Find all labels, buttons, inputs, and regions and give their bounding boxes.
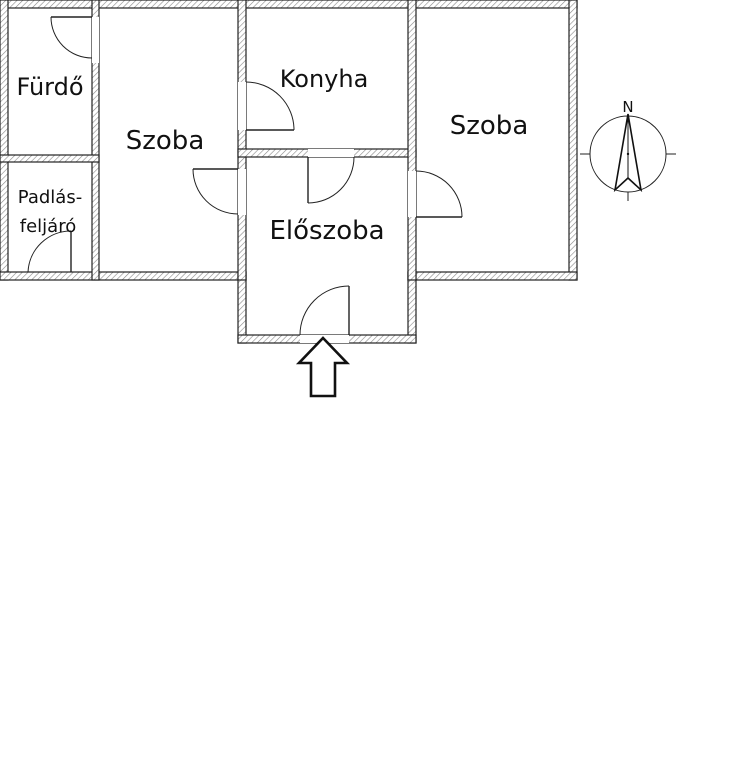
wall-partition-bath	[0, 154, 100, 163]
door-swings	[27, 16, 463, 336]
door-arc	[307, 156, 355, 204]
room-label-szoba-right: Szoba	[450, 111, 529, 141]
compass-north-label: N	[622, 98, 633, 116]
wall-partition-2	[237, 0, 247, 281]
room-label-padlas-line2: feljáró	[20, 216, 76, 237]
door-arc	[27, 230, 72, 273]
wall-right	[568, 0, 578, 281]
room-label-szoba-left: Szoba	[126, 126, 205, 156]
room-label-konyha: Konyha	[280, 65, 369, 93]
room-label-padlas-line1: Padlás-	[18, 187, 82, 208]
wall-partition-1	[91, 0, 100, 281]
wall-partition-3	[407, 0, 417, 281]
compass-icon: N	[580, 98, 676, 201]
door-arc	[245, 81, 295, 131]
door-arc	[192, 168, 239, 215]
walls	[0, 0, 578, 344]
room-label-furdo: Fürdő	[16, 73, 83, 101]
door-arc	[299, 285, 350, 336]
door-arc	[50, 16, 93, 59]
wall-bottom-right	[407, 271, 578, 281]
room-label-eloszoba: Előszoba	[269, 216, 384, 246]
wall-hall-right	[407, 271, 417, 344]
entrance-arrow-icon	[295, 336, 351, 398]
wall-left	[0, 0, 9, 281]
wall-top	[0, 0, 578, 9]
door-arc	[415, 170, 463, 218]
wall-bottom-left	[0, 271, 247, 281]
wall-hall-left	[237, 271, 247, 344]
